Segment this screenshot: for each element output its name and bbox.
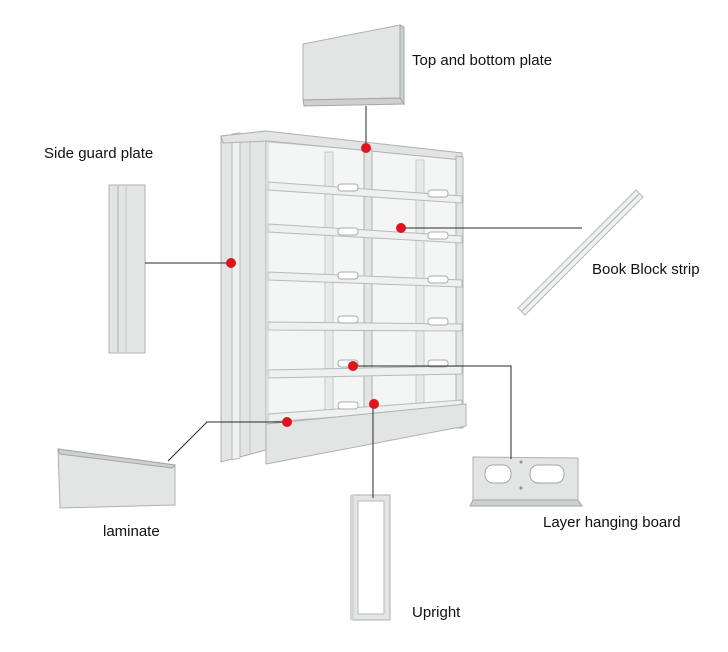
leader-layer-hanging-board	[353, 365, 512, 459]
side-guard-plate-image	[108, 184, 146, 354]
marker-book-block-strip	[396, 223, 406, 233]
laminate-image	[57, 448, 177, 509]
label-laminate: laminate	[103, 523, 160, 540]
layer-hanging-board-image	[469, 456, 583, 507]
upright-image	[350, 494, 391, 621]
leader-lines	[145, 106, 582, 498]
label-top-bottom-plate: Top and bottom plate	[412, 52, 553, 69]
marker-top-bottom-plate	[361, 143, 371, 153]
top-bottom-plate-image	[302, 24, 405, 107]
label-side-guard-plate: Side guard plate	[44, 145, 154, 162]
bookshelf-image	[220, 130, 467, 465]
part-markers	[226, 143, 406, 427]
label-layer-hanging-board: Layer hanging board	[543, 514, 681, 531]
marker-layer-hanging-board	[348, 361, 358, 371]
marker-side-guard-plate	[226, 258, 236, 268]
marker-upright	[369, 399, 379, 409]
label-upright: Upright	[412, 604, 461, 621]
label-book-block-strip: Book Block strip	[592, 261, 700, 278]
book-block-strip-image	[517, 189, 644, 316]
leader-laminate	[167, 421, 286, 462]
marker-laminate	[282, 417, 292, 427]
